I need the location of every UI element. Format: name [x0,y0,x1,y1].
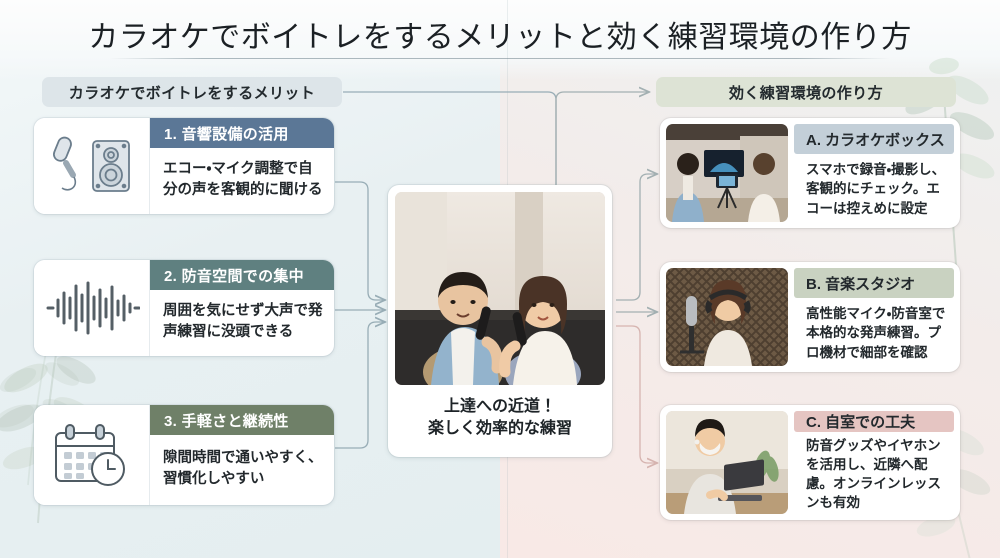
merit-card-3-body: 3. 手軽さと継続性 隙間時間で通いやすく、習慣化しやすい [150,405,334,505]
environment-card-a-heading: A. カラオケボックス [794,124,954,154]
merit-card-3-heading: 3. 手軽さと継続性 [150,405,334,435]
merit-card-2-icon-area [34,260,150,356]
karaoke-duo-photo [395,192,605,385]
background-header-band [0,0,1000,80]
environment-card-c-text: 防音グッズやイヤホンを活用し、近隣へ配慮。オンラインレッスンも有効 [806,438,941,511]
environment-card-a[interactable]: A. カラオケボックス スマホで録音・撮影し、客観的にチェック。エコーは控えめに… [660,118,960,228]
environment-card-a-text: スマホで録音・撮影し、客観的にチェック。エコーは控えめに設定 [806,162,946,216]
merit-card-1[interactable]: 1. 音響設備の活用 エコー・マイク調整で自分の声を客観的に聞ける [34,118,334,214]
section-label-merits: カラオケでボイトレをするメリット [42,77,342,107]
merit-card-1-text: エコー・マイク調整で自分の声を客観的に聞ける [163,160,323,198]
calendar-clock-icon [54,424,125,486]
merit-card-1-body: 1. 音響設備の活用 エコー・マイク調整で自分の声を客観的に聞ける [150,118,334,214]
home-desk-tablet-photo [666,411,788,514]
karaoke-room-filming-photo [666,124,788,222]
environment-card-c[interactable]: C. 自室での工夫 防音グッズやイヤホンを活用し、近隣へ配慮。オンラインレッスン… [660,405,960,520]
recording-studio-photo [666,268,788,366]
center-caption-line1: 上達への近道！ [443,397,556,415]
merit-card-2[interactable]: 2. 防音空間での集中 周囲を気にせず大声で発声練習に没頭できる [34,260,334,356]
waveform-icon [46,281,140,335]
page-title: カラオケでボイトレをするメリットと効く練習環境の作り方 [88,21,912,54]
environment-card-b-text: 高性能マイク・防音室で本格的な発声練習。プロ機材で細部を確認 [806,306,946,360]
merit-card-3-icon-area [34,405,150,505]
center-photo [395,192,605,385]
environment-card-c-photo [666,411,788,514]
environment-card-b[interactable]: B. 音楽スタジオ 高性能マイク・防音室で本格的な発声練習。プロ機材で細部を確認 [660,262,960,372]
center-summary-card[interactable]: 上達への近道！ 楽しく効率的な練習 [388,185,612,457]
environment-card-c-body: C. 自室での工夫 防音グッズやイヤホンを活用し、近隣へ配慮。オンラインレッスン… [794,411,954,514]
merit-card-1-icon-area [34,118,150,214]
environment-card-b-heading: B. 音楽スタジオ [794,268,954,298]
environment-card-c-heading: C. 自室での工夫 [794,411,954,432]
environment-card-b-body: B. 音楽スタジオ 高性能マイク・防音室で本格的な発声練習。プロ機材で細部を確認 [794,268,954,366]
merit-card-2-heading: 2. 防音空間での集中 [150,260,334,290]
environment-card-a-photo [666,124,788,222]
merit-card-3[interactable]: 3. 手軽さと継続性 隙間時間で通いやすく、習慣化しやすい [34,405,334,505]
environment-card-a-body: A. カラオケボックス スマホで録音・撮影し、客観的にチェック。エコーは控えめに… [794,124,954,222]
merit-card-2-body: 2. 防音空間での集中 周囲を気にせず大声で発声練習に没頭できる [150,260,334,356]
microphone-speaker-icon [52,136,130,192]
section-label-environments: 効く練習環境の作り方 [656,77,956,107]
environment-card-b-photo [666,268,788,366]
center-caption-line2: 楽しく効率的な練習 [427,419,572,437]
merit-card-3-text: 隙間時間で通いやすく、習慣化しやすい [163,449,323,487]
title-underline [110,58,890,59]
merit-card-1-heading: 1. 音響設備の活用 [150,118,334,148]
merit-card-2-text: 周囲を気にせず大声で発声練習に没頭できる [163,302,323,340]
center-caption: 上達への近道！ 楽しく効率的な練習 [395,385,605,450]
